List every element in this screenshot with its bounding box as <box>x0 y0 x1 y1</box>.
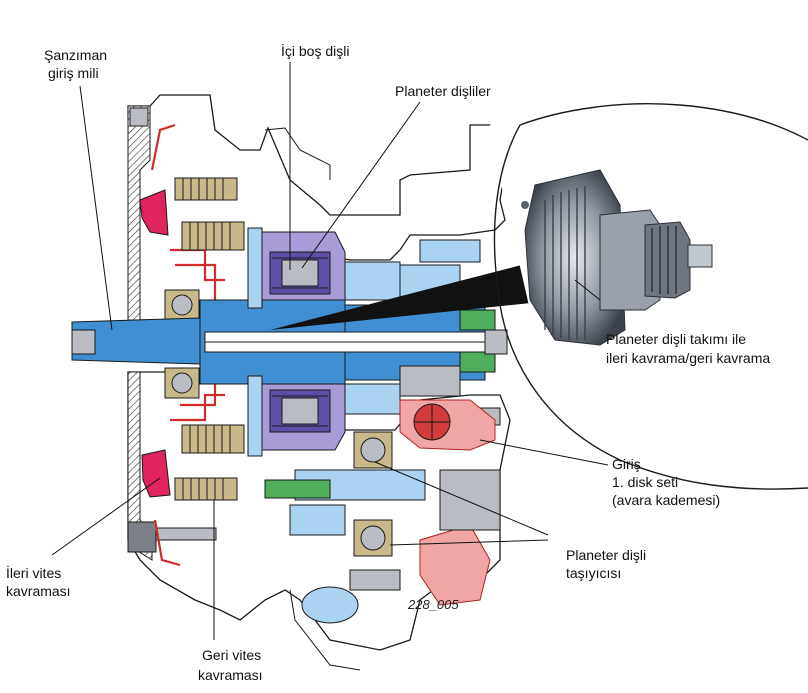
label-input-shaft-line2: giriş mili <box>48 65 99 81</box>
label-planet-gears: Planeter dişliler <box>395 83 491 99</box>
label-input-disk-line2: 1. disk seti <box>612 474 678 490</box>
label-input-shaft-line1: Şanzıman <box>44 47 107 63</box>
label-reverse-clutch-line1: Geri vites <box>202 647 261 663</box>
label-planet-set-line2: ileri kavrama/geri kavrama <box>606 350 770 366</box>
label-reverse-clutch-line2: kavraması <box>198 667 263 683</box>
leader-lines <box>51 62 609 640</box>
lower-output-assembly <box>264 469 501 606</box>
label-planet-set-line1: Planeter dişli takımı ile <box>606 331 746 347</box>
planet-set-photo <box>521 169 713 346</box>
figure-reference: 228_005 <box>407 597 459 612</box>
bearings <box>164 289 393 557</box>
magnifier-callout <box>270 50 808 490</box>
clutch-disk-packs <box>174 177 245 501</box>
oil-passages <box>150 123 225 567</box>
label-input-disk-line3: (avara kademesi) <box>612 492 720 508</box>
label-forward-clutch-line1: İleri vites <box>6 564 61 581</box>
label-input-disk-line1: Giriş <box>612 456 641 472</box>
labels: Şanzıman giriş mili İçi boş dişli Planet… <box>6 42 770 683</box>
bell-housing <box>127 105 217 561</box>
label-hollow-gear: İçi boş dişli <box>281 42 349 59</box>
label-planet-carrier-line1: Planeter dişli <box>566 547 646 563</box>
label-planet-carrier-line2: taşıyıcısı <box>566 565 621 581</box>
label-forward-clutch-line2: kavraması <box>6 583 71 599</box>
